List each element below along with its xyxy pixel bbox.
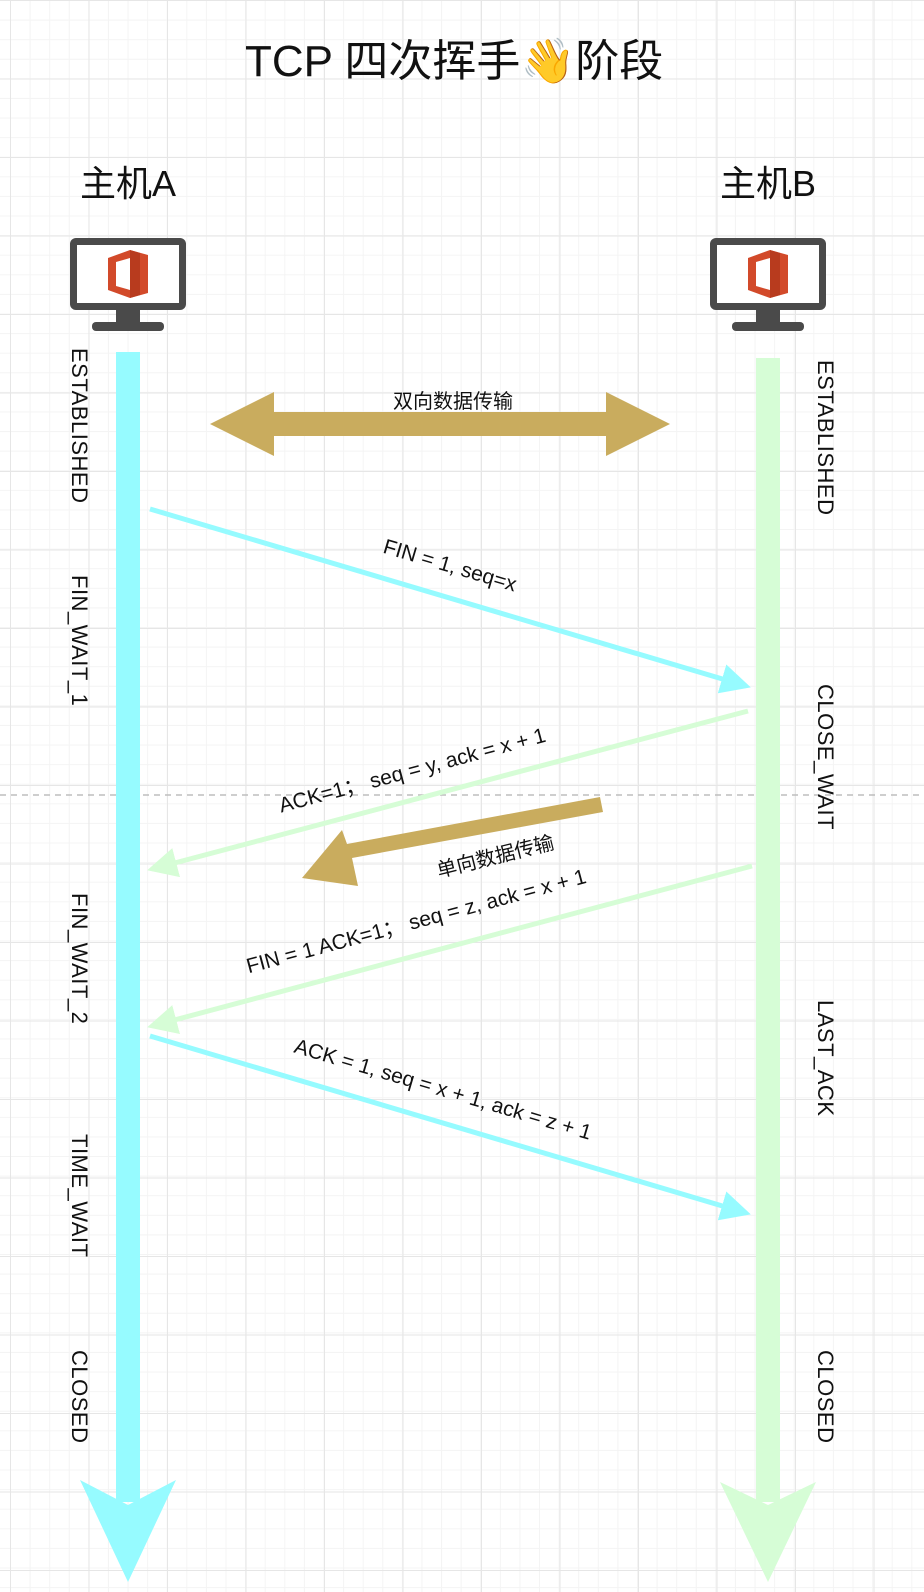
host-a-state-fin-wait-1: FIN_WAIT_1 xyxy=(67,575,92,706)
host-a-state-established: ESTABLISHED xyxy=(67,348,92,503)
bidirectional-data-arrow xyxy=(210,392,670,456)
fin-message-arrow xyxy=(149,506,751,694)
final-ack-message-arrow xyxy=(149,1033,751,1221)
host-b-state-established: ESTABLISHED xyxy=(813,360,838,515)
host-a-state-time-wait: TIME_WAIT xyxy=(67,1134,92,1257)
host-a-timeline xyxy=(80,352,176,1582)
host-a-label: 主机A xyxy=(80,163,176,204)
office-logo-icon xyxy=(108,250,148,298)
diagram-title: TCP 四次挥手👋阶段 xyxy=(245,37,663,87)
ack-message-arrow xyxy=(147,708,749,878)
host-a-computer-icon xyxy=(70,238,186,331)
host-b-state-closed: CLOSED xyxy=(813,1350,838,1443)
host-b-state-close-wait: CLOSE_WAIT xyxy=(813,684,838,830)
host-b-computer-icon xyxy=(710,238,826,331)
bidirectional-data-label: 双向数据传输 xyxy=(393,390,513,413)
host-b-label: 主机B xyxy=(720,163,816,204)
fin-message-label: FIN = 1, seq=x xyxy=(381,535,520,596)
host-a-state-fin-wait-2: FIN_WAIT_2 xyxy=(67,893,92,1024)
ack-message-label: ACK=1； seq = y, ack = x + 1 xyxy=(276,724,548,817)
host-b-state-last-ack: LAST_ACK xyxy=(813,1000,838,1117)
waving-hand-icon: 👋 xyxy=(520,37,575,87)
fin-ack-message-arrow xyxy=(147,863,753,1035)
host-b-timeline xyxy=(720,358,816,1582)
office-logo-icon xyxy=(748,250,788,298)
unidirectional-data-arrow xyxy=(302,797,603,886)
host-a-state-closed: CLOSED xyxy=(67,1350,92,1443)
